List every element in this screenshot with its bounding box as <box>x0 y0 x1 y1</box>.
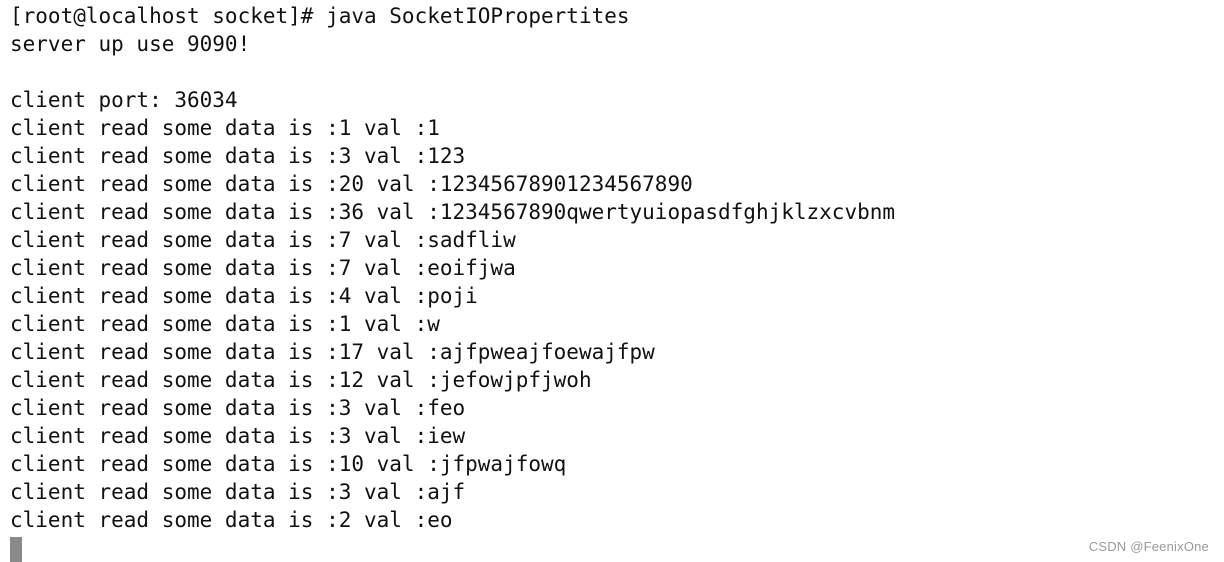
output-line: client read some data is :20 val :123456… <box>10 172 693 196</box>
output-line: client read some data is :1 val :1 <box>10 116 440 140</box>
output-line: client read some data is :3 val :123 <box>10 144 466 168</box>
output-line: client read some data is :3 val :iew <box>10 424 466 448</box>
output-line: client read some data is :3 val :ajf <box>10 480 466 504</box>
output-line: client read some data is :10 val :jfpwaj… <box>10 452 567 476</box>
prompt-line: [root@localhost socket]# java SocketIOPr… <box>10 4 630 28</box>
output-line: client read some data is :2 val :eo <box>10 508 453 532</box>
output-line: client read some data is :7 val :sadfliw <box>10 228 516 252</box>
output-line: client read some data is :1 val :w <box>10 312 440 336</box>
output-line: server up use 9090! <box>10 32 251 56</box>
output-line: client read some data is :12 val :jefowj… <box>10 368 592 392</box>
text-cursor <box>10 537 22 562</box>
output-line: client read some data is :4 val :poji <box>10 284 478 308</box>
output-line: client read some data is :36 val :123456… <box>10 200 896 224</box>
output-line <box>10 58 1224 86</box>
output-line: client read some data is :7 val :eoifjwa <box>10 256 516 280</box>
output-line: client read some data is :17 val :ajfpwe… <box>10 340 655 364</box>
output-line: client read some data is :3 val :feo <box>10 396 466 420</box>
output-line: client port: 36034 <box>10 88 238 112</box>
watermark: CSDN @FeenixOne <box>1088 539 1209 554</box>
